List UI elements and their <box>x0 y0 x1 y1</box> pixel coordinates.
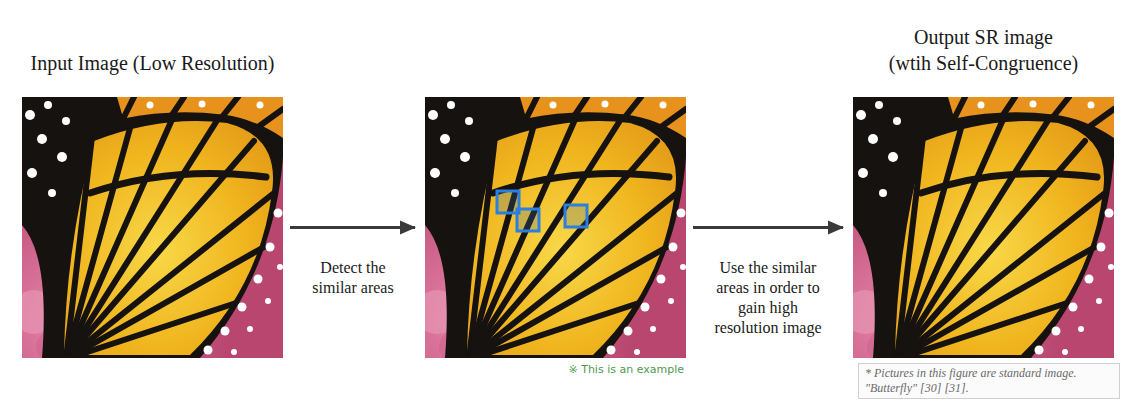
panel-heading: Output SR image (wtih Self-Congruence) <box>853 24 1114 76</box>
butterfly-image <box>415 97 686 363</box>
footnote: * Pictures in this figure are standard i… <box>858 363 1120 399</box>
highlight-square <box>517 209 539 231</box>
similar-area-markers <box>497 191 587 231</box>
panel-heading: Input Image (Low Resolution) <box>22 50 283 76</box>
image-panel: Input Image (Low Resolution) <box>22 97 283 358</box>
image-panel: ※ This is an example <box>425 97 686 358</box>
process-arrow <box>693 226 843 229</box>
highlight-square <box>565 205 587 227</box>
arrow-label: Use the similar areas in order to gain h… <box>704 256 832 340</box>
image-panel: Output SR image (wtih Self-Congruence) <box>853 97 1114 358</box>
example-note: ※ This is an example <box>568 363 684 377</box>
process-arrow <box>290 226 415 229</box>
butterfly-image <box>843 97 1114 363</box>
arrow-label: Detect the similar areas <box>297 256 409 300</box>
butterfly-image <box>12 97 283 363</box>
